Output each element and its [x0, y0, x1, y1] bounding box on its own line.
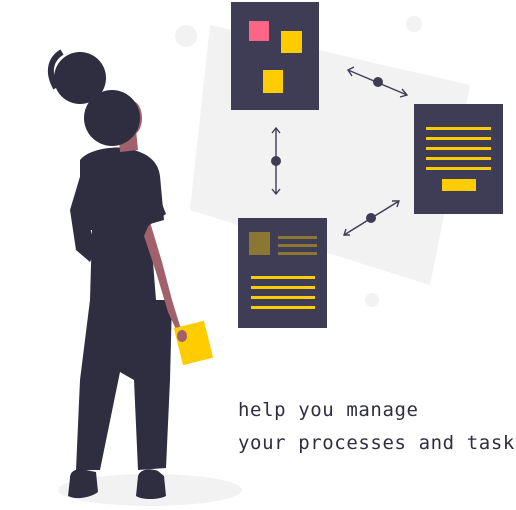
- sticky-note-yellow: [263, 70, 283, 93]
- sticky-note-yellow: [281, 31, 302, 53]
- background-dot: [406, 16, 422, 32]
- sticky-note-pink: [249, 21, 269, 41]
- background-dot: [365, 293, 379, 307]
- background-dot: [175, 25, 197, 47]
- sticky-note-icon: [173, 320, 214, 366]
- tagline-line-1: help you manage: [238, 399, 419, 421]
- woman-figure: [47, 49, 214, 499]
- tagline-line-2: your processes and tasks: [238, 432, 516, 454]
- process-board-icon: [231, 2, 319, 110]
- arrow-joint-dots: [271, 77, 383, 223]
- profile-card-icon: [238, 218, 327, 328]
- document-icon: [414, 104, 503, 214]
